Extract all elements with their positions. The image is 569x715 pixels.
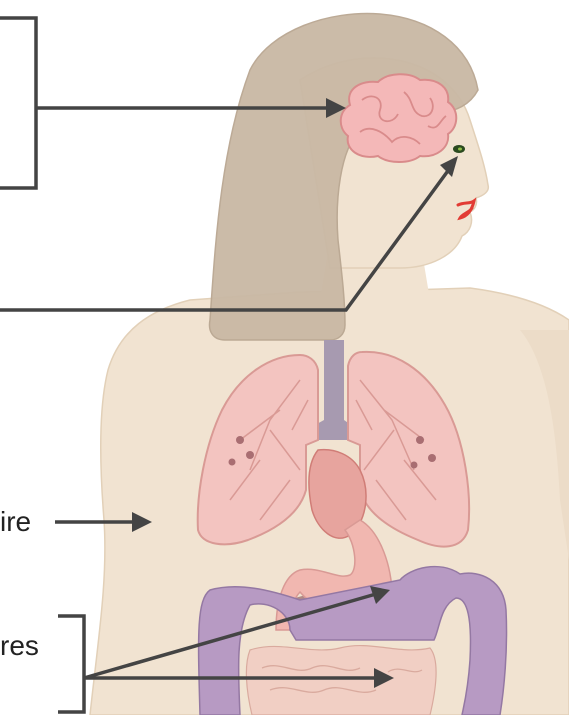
label-skin-fragment: ire bbox=[0, 508, 31, 536]
bracket-bottom bbox=[58, 616, 84, 712]
label-digestive-fragment: res bbox=[0, 632, 39, 660]
bracket-top bbox=[0, 18, 36, 188]
brain-icon bbox=[341, 74, 457, 162]
eye-icon bbox=[453, 145, 465, 153]
